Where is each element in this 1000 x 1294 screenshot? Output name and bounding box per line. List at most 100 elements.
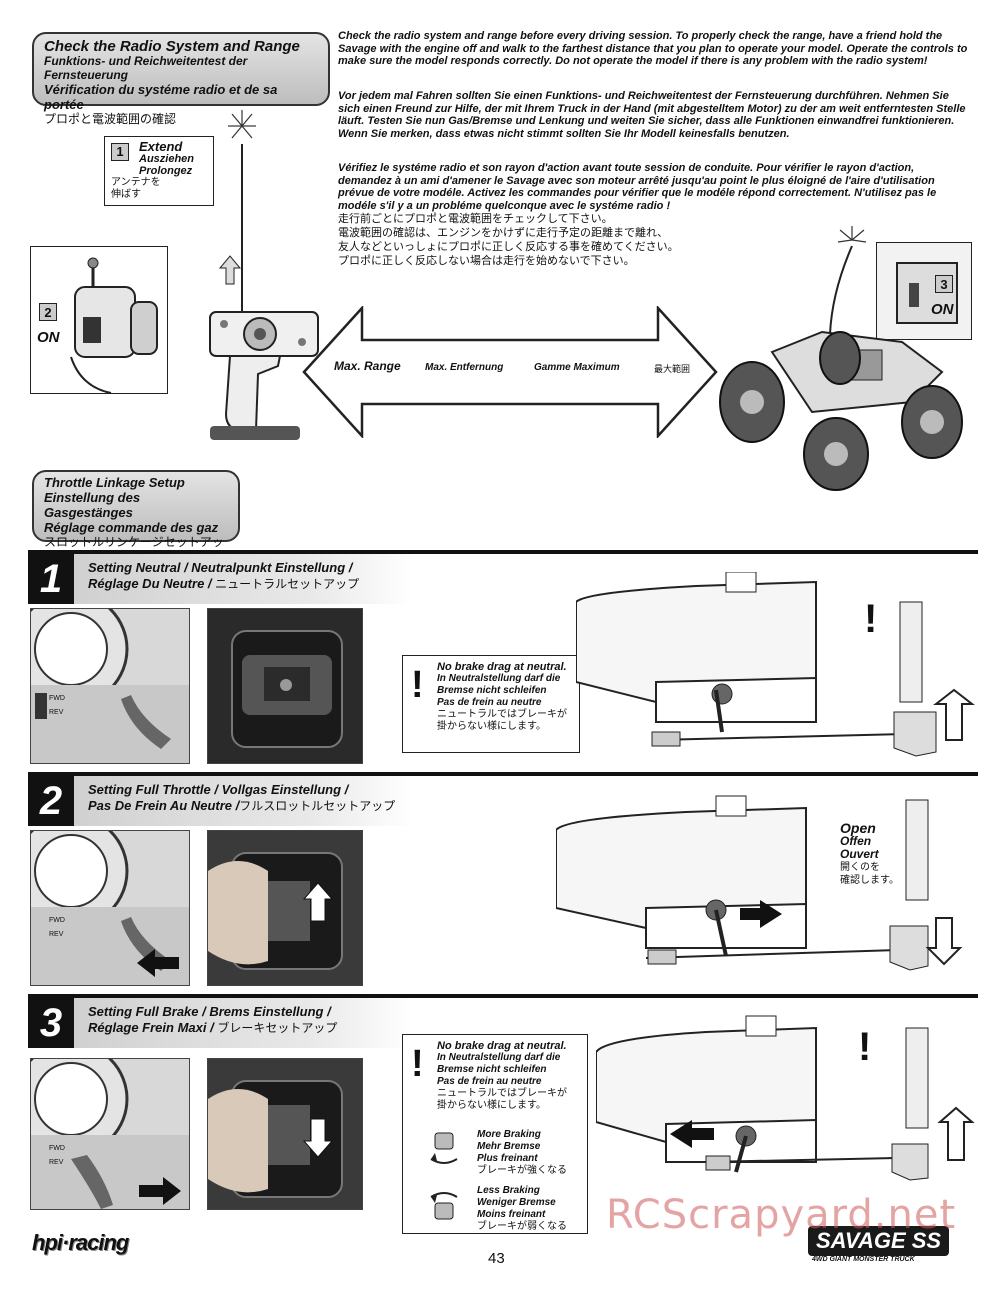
servo-drawing-2 — [208, 852, 343, 970]
step-3-rev-label: REV — [49, 1159, 64, 1166]
trigger-drawing-1 — [31, 609, 189, 763]
open-en: Open — [840, 820, 876, 836]
on-right-label: ON — [931, 301, 954, 318]
step-3-title-jp: ブレーキセットアップ — [217, 1021, 338, 1035]
step-3-divider — [28, 994, 978, 998]
more-braking-fr: Plus freinant — [477, 1153, 538, 1164]
radio-paragraph-jp: 走行前ごとにプロポと電波範囲をチェックして下さい。 電波範囲の確認は、エンジンを… — [338, 213, 679, 267]
step-2-title-jp: フルスロットルセットアップ — [239, 799, 396, 813]
step-1-title-line1: Setting Neutral / Neutralpunkt Einstellu… — [88, 560, 353, 575]
step-1-no-drag-note: ! No brake drag at neutral. In Neutralst… — [402, 655, 580, 753]
transmitter-illustration — [209, 110, 319, 440]
less-braking-fr: Moins freinant — [477, 1209, 546, 1220]
radio-heading-jp: プロポと電波範囲の確認 — [44, 111, 177, 126]
max-range-arrow — [302, 306, 718, 438]
open-note: Open Offen Ouvert 開くのを 確認します。 — [840, 820, 899, 887]
screw-tighten-icon — [429, 1131, 459, 1167]
extend-fr: Prolongez — [139, 165, 193, 177]
step-3-servo-photo — [207, 1058, 363, 1210]
step-2-title: Setting Full Throttle / Vollgas Einstell… — [74, 776, 414, 826]
more-braking-en: More Braking — [477, 1129, 541, 1140]
step-1-title-jp: ニュートラルセットアップ — [215, 577, 360, 591]
step-3-title-line2: Réglage Frein Maxi / — [88, 1020, 214, 1035]
step-3-fwd-label: FWD — [49, 1145, 65, 1152]
callout-number-box: 1 — [111, 143, 129, 161]
step-1-title-line2: Réglage Du Neutre / — [88, 576, 212, 591]
throttle-heading: Throttle Linkage Setup Einstellung des G… — [32, 470, 240, 562]
step-1-no-drag-fr: Pas de frein au neutre — [437, 697, 542, 708]
step-2-title-line1: Setting Full Throttle / Vollgas Einstell… — [88, 782, 349, 797]
open-de: Offen — [840, 834, 872, 848]
step-1-rev-label: REV — [49, 709, 64, 716]
trigger-drawing-3 — [31, 1059, 189, 1209]
less-braking-de: Weniger Bremse — [477, 1197, 556, 1208]
radio-paragraph-fr: Vérifiez le systéme radio et son rayon d… — [338, 162, 937, 212]
radio-paragraph-en: Check the radio system and range before … — [338, 30, 968, 67]
step-2-transmitter-trigger: FWD REV — [30, 830, 190, 986]
range-fr: Gamme Maximum — [534, 362, 620, 373]
throttle-heading-fr: Réglage commande des gaz — [44, 519, 219, 535]
step-2-servo-photo — [207, 830, 363, 986]
extend-de: Ausziehen — [139, 153, 195, 165]
range-en: Max. Range — [334, 359, 401, 373]
on-left-number: 2 — [39, 303, 57, 321]
step-1-fwd-label: FWD — [49, 695, 65, 702]
extend-jp: アンテナを 伸ばす — [111, 177, 161, 200]
throttle-heading-en: Throttle Linkage Setup — [44, 475, 185, 490]
less-braking-en: Less Braking — [477, 1185, 540, 1196]
step-1-servo-photo — [207, 608, 363, 764]
radio-check-heading: Check the Radio System and Range Funktio… — [32, 32, 330, 126]
radio-paragraph-de: Vor jedem mal Fahren sollten Sie einen F… — [338, 90, 966, 140]
step-2-rev-label: REV — [49, 931, 64, 938]
step-1-linkage-diagram: ! — [576, 572, 975, 757]
open-jp: 開くのを 確認します。 — [840, 862, 899, 886]
step-3-no-drag-en: No brake drag at neutral. — [437, 1040, 567, 1052]
radio-heading-de: Funktions- und Reichweitentest der Ferns… — [44, 54, 248, 83]
radio-heading-fr: Vérification du systéme radio et de sa p… — [44, 81, 278, 112]
range-de: Max. Entfernung — [425, 362, 504, 373]
range-jp: 最大範囲 — [654, 364, 691, 374]
more-braking-de: Mehr Bremse — [477, 1141, 541, 1152]
step-1-no-drag-jp: ニュートラルではブレーキが 掛からない様にします。 — [437, 709, 567, 732]
less-braking-jp: ブレーキが弱くなる — [477, 1221, 567, 1232]
svg-text:!: ! — [864, 597, 877, 641]
step-1-number: 1 — [28, 554, 74, 604]
step-3-no-drag-note: ! No brake drag at neutral. In Neutralst… — [402, 1034, 588, 1234]
savage-ss-subtitle: 4WD GIANT MONSTER TRUCK — [812, 1256, 915, 1263]
step-2-divider — [28, 772, 978, 776]
extend-callout: 1 Extend Ausziehen Prolongez アンテナを 伸ばす — [104, 136, 214, 206]
extend-en: Extend — [139, 139, 183, 154]
open-fr: Ouvert — [840, 847, 879, 861]
hpi-racing-logo: hpi·racing — [32, 1230, 129, 1255]
servo-drawing-3 — [208, 1080, 343, 1198]
servo-drawing-1 — [231, 630, 343, 748]
radio-heading-en: Check the Radio System and Range — [44, 38, 300, 55]
monster-truck-illustration — [719, 226, 963, 491]
step-3-no-drag-jp: ニュートラルではブレーキが 掛からない様にします。 — [437, 1088, 567, 1111]
step-2-title-line2: Pas De Frein Au Neutre / — [88, 798, 240, 813]
step-3-transmitter-trigger: FWD REV — [30, 1058, 190, 1210]
truck-switch-closeup: 3 ON — [876, 242, 972, 340]
step-1-transmitter-trigger: FWD REV — [30, 608, 190, 764]
step-2-number: 2 — [28, 776, 74, 826]
step-3-number: 3 — [28, 998, 74, 1048]
watermark: RCScrapyard.net — [606, 1192, 957, 1238]
savage-ss-title: SAVAGE SS — [808, 1226, 950, 1256]
step-1-no-drag-de: In Neutralstellung darf die Bremse nicht… — [437, 673, 561, 696]
step-3-title-line1: Setting Full Brake / Brems Einstellung / — [88, 1004, 331, 1019]
trigger-drawing-2 — [31, 831, 189, 985]
step-3-title: Setting Full Brake / Brems Einstellung /… — [74, 998, 414, 1048]
warning-icon: ! — [411, 1043, 424, 1085]
step-1-divider — [28, 550, 978, 554]
throttle-heading-de: Einstellung des Gasgestänges — [44, 489, 141, 520]
page-number: 43 — [488, 1250, 505, 1267]
on-left-label: ON — [37, 329, 60, 346]
step-3-no-drag-fr: Pas de frein au neutre — [437, 1076, 542, 1087]
receiver-switch-drawing — [896, 262, 958, 324]
more-braking-jp: ブレーキが強くなる — [477, 1165, 567, 1176]
transmitter-switch-drawing — [70, 257, 158, 393]
transmitter-switch-closeup: 2 ON — [30, 246, 168, 394]
svg-text:!: ! — [858, 1025, 871, 1069]
screw-loosen-icon — [429, 1187, 459, 1223]
on-right-number: 3 — [935, 275, 953, 293]
